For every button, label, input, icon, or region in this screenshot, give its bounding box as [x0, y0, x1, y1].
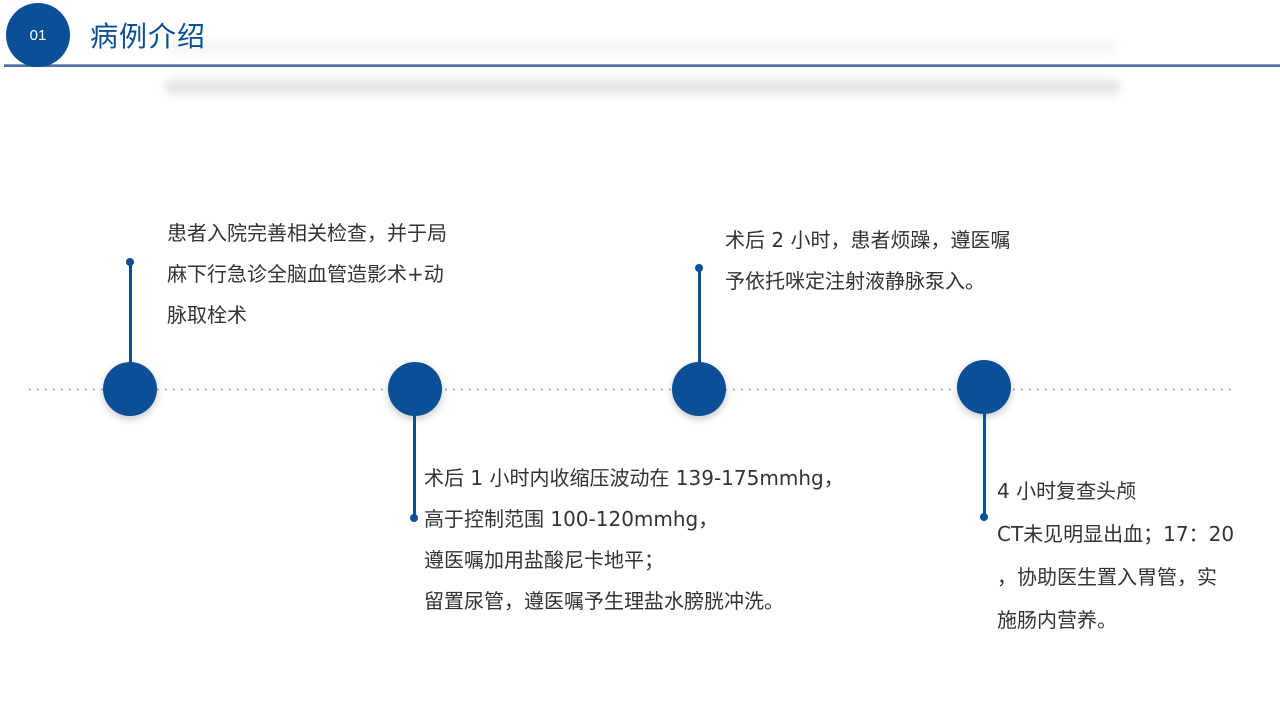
event-description: 4 小时复查头颅 CT未见明显出血；17：20 ，协助医生置入胃管，实 施肠内营…	[997, 470, 1234, 642]
event-text-line: 遵医嘱加用盐酸尼卡地平；	[424, 548, 664, 572]
event-text-line: CT未见明显出血；17：20	[997, 522, 1235, 546]
timeline-stem	[698, 268, 701, 372]
timeline-node	[103, 362, 157, 416]
event-text-line: 术后 2 小时，患者烦躁，遵医嘱	[725, 228, 1011, 252]
timeline-stem	[413, 410, 416, 518]
timeline-stem	[983, 408, 986, 518]
event-text-line: 麻下行急诊全脑血管造影术+动	[167, 262, 444, 286]
event-text-line: ，协助医生置入胃管，实	[997, 565, 1217, 589]
timeline-stem	[129, 262, 132, 372]
timeline-node	[672, 362, 726, 416]
event-text-line: 4 小时复查头颅	[997, 479, 1137, 503]
event-text-line: 患者入院完善相关检查，并于局	[167, 221, 447, 245]
header-shadow-band-lower	[165, 74, 1120, 100]
event-text-line: 留置尿管，遵医嘱予生理盐水膀胱冲洗。	[424, 589, 784, 613]
timeline-node	[957, 360, 1011, 414]
event-description: 患者入院完善相关检查，并于局 麻下行急诊全脑血管造影术+动 脉取栓术	[167, 213, 447, 336]
event-description: 术后 1 小时内收缩压波动在 139-175mmhg， 高于控制范围 100-1…	[424, 458, 844, 622]
timeline-dotted-line	[26, 388, 1232, 391]
event-text-line: 脉取栓术	[167, 303, 247, 327]
event-text-line: 施肠内营养。	[997, 608, 1117, 632]
stem-end-dot	[410, 514, 418, 522]
event-description: 术后 2 小时，患者烦躁，遵医嘱 予依托咪定注射液静脉泵入。	[725, 220, 1010, 302]
event-text-line: 术后 1 小时内收缩压波动在 139-175mmhg，	[424, 466, 844, 490]
page-title: 病例介绍	[90, 20, 207, 53]
header-divider	[4, 64, 1280, 67]
event-text-line: 高于控制范围 100-120mmhg，	[424, 507, 719, 531]
header-shadow-band	[170, 36, 1115, 58]
section-number: 01	[29, 26, 47, 44]
stem-end-dot	[980, 513, 988, 521]
event-text-line: 予依托咪定注射液静脉泵入。	[725, 269, 985, 293]
section-number-badge: 01	[6, 3, 70, 67]
timeline-node	[388, 362, 442, 416]
